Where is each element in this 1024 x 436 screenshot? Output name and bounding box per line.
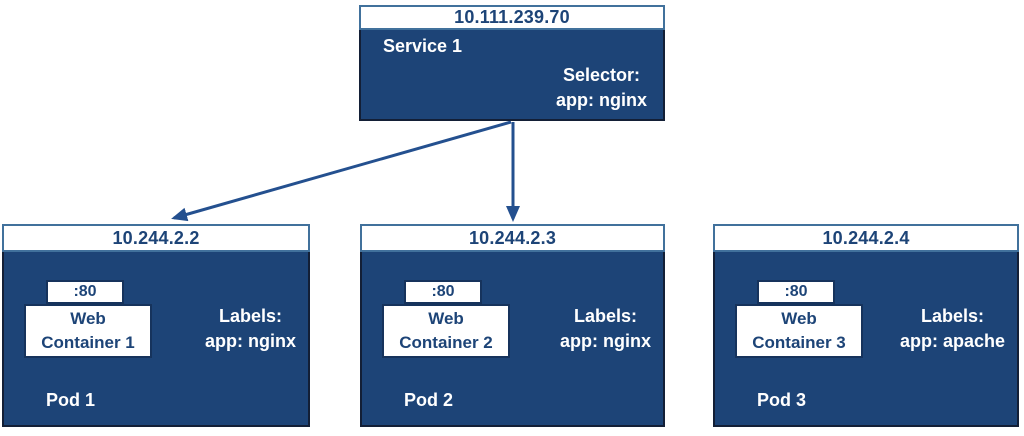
service-selector-block: Selector: app: nginx [556,63,647,113]
selector-value: app: nginx [556,90,647,110]
pod-1-labels-value: app: nginx [205,331,296,351]
pod-1-name-label: Pod 1 [46,390,96,410]
pod-2-ip: 10.244.2.3 [468,227,557,248]
pod-2-labels-title: Labels: [573,306,638,326]
pod-1-web-container-box: Web Container 1 [24,304,152,358]
service-to-pod1-arrow [171,120,512,222]
pod-3-labels-block: Labels: app: apache [900,304,1005,354]
pod-3-web-container-box: Web Container 3 [735,304,863,358]
pod-2-container-line2: Container 2 [399,333,493,352]
pod-2-web-container-box: Web Container 2 [382,304,510,358]
service-node: 10.111.239.70 Service 1 Selector: app: n… [359,5,665,121]
pod-3-body: :80 Web Container 3 Labels: app: apache … [713,252,1019,427]
pod-1-node: 10.244.2.2 :80 Web Container 1 Labels: a… [2,224,310,427]
pod-2-ip-header: 10.244.2.3 [360,224,665,252]
pod-3-ip: 10.244.2.4 [822,227,910,248]
service-name-label: Service 1 [383,36,463,56]
pod-3-container-line1: Web [781,309,817,328]
pod-1-body: :80 Web Container 1 Labels: app: nginx P… [2,252,310,427]
pod-1-labels-title: Labels: [218,306,283,326]
pod-2-labels-value: app: nginx [560,331,651,351]
pod-3-port-badge: :80 [757,280,835,304]
pod-3-container-line2: Container 3 [752,333,846,352]
pod-2-body: :80 Web Container 2 Labels: app: nginx P… [360,252,665,427]
pod-3-labels-title: Labels: [920,306,984,326]
pod-2-node: 10.244.2.3 :80 Web Container 2 Labels: a… [360,224,665,427]
pod-2-port-badge: :80 [404,280,482,304]
pod-3-name-label: Pod 3 [757,390,807,410]
pod-1-container-line2: Container 1 [41,333,135,352]
pod-1-labels-block: Labels: app: nginx [205,304,296,354]
pod-3-labels-value: app: apache [899,331,1005,351]
service-body: Service 1 Selector: app: nginx [359,30,665,121]
selector-label: Selector: [562,65,641,85]
service-ip-header: 10.111.239.70 [359,5,665,30]
pod-3-node: 10.244.2.4 :80 Web Container 3 Labels: a… [713,224,1019,427]
pod-1-port-badge: :80 [46,280,124,304]
pod-3-ip-header: 10.244.2.4 [713,224,1019,252]
pod-2-container-line1: Web [428,309,464,328]
pod-1-ip-header: 10.244.2.2 [2,224,310,252]
service-ip: 10.111.239.70 [454,7,570,27]
pod-2-labels-block: Labels: app: nginx [560,304,651,354]
pod-2-name-label: Pod 2 [404,390,454,410]
pod-1-container-line1: Web [70,309,106,328]
pod-1-ip: 10.244.2.2 [112,227,200,248]
